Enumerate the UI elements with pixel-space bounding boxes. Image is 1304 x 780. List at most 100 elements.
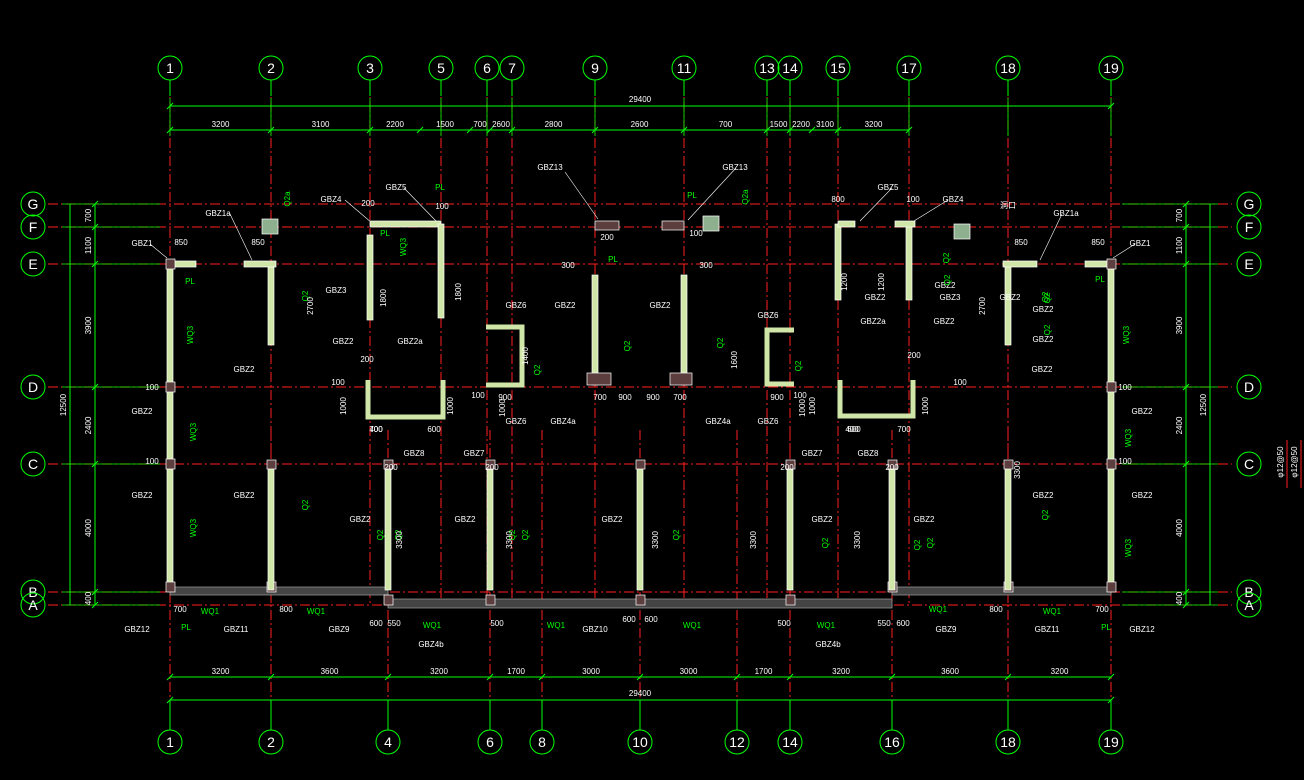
annotation-label: GBZ2a bbox=[860, 317, 886, 326]
annotation-label: WQ1 bbox=[683, 621, 702, 630]
dim-value: 1700 bbox=[507, 667, 525, 676]
annotation-label: Q2a bbox=[741, 189, 750, 205]
annotation-label: WQ1 bbox=[1043, 607, 1062, 616]
dim-value: 3200 bbox=[832, 667, 850, 676]
axis-bubble-right-circle bbox=[1236, 579, 1262, 605]
dim-total-bottom-value: 29400 bbox=[629, 689, 652, 698]
dim-tick bbox=[538, 673, 546, 681]
dim-value: 3600 bbox=[321, 667, 339, 676]
inner-dim-value: 3300 bbox=[505, 531, 514, 549]
annotation-label: GBZ2 bbox=[935, 281, 956, 290]
axis-bubble-right-circle bbox=[1236, 191, 1262, 217]
axis-bubble-bottom: 2 bbox=[267, 734, 275, 750]
inner-dim-value: 3300 bbox=[1013, 461, 1022, 479]
annotation-label: GBZ2 bbox=[132, 407, 153, 416]
dim-value: 1500 bbox=[436, 120, 454, 129]
inner-dim-value: 300 bbox=[561, 261, 575, 270]
annotation-label: GBZ2 bbox=[1032, 365, 1053, 374]
opening-box bbox=[953, 223, 971, 240]
inner-dim-value: 100 bbox=[793, 391, 807, 400]
annotation-label: PL bbox=[687, 191, 697, 200]
inner-dim-value: 1000 bbox=[446, 397, 455, 415]
wall-segment bbox=[591, 274, 599, 386]
dim-tick bbox=[486, 673, 494, 681]
axis-bubble-top: 17 bbox=[901, 60, 917, 76]
inner-dim-value: 600 bbox=[644, 615, 658, 624]
inner-dim-value: 1000 bbox=[339, 397, 348, 415]
annotation-label: Q2 bbox=[821, 537, 830, 548]
inner-dim-value: 200 bbox=[361, 199, 375, 208]
dim-value-vertical: 1100 bbox=[84, 236, 93, 254]
inner-dim-value: 1000 bbox=[498, 399, 507, 417]
annotation-label: GBZ4 bbox=[943, 195, 964, 204]
dimension-lines bbox=[62, 98, 1302, 704]
axis-bubble-top: 2 bbox=[267, 60, 275, 76]
wall-segment bbox=[894, 220, 916, 228]
annotation-label: WQ3 bbox=[189, 518, 198, 537]
annotation-label: GBZ6 bbox=[506, 301, 527, 310]
axis-bubble-top: 6 bbox=[483, 60, 491, 76]
column-node bbox=[485, 459, 496, 470]
axis-bubble-right-circle bbox=[1236, 592, 1262, 618]
axis-bubble-top: 14 bbox=[782, 60, 798, 76]
axis-bubble-bottom: 1 bbox=[166, 734, 174, 750]
annotation-label: GBZ3 bbox=[940, 293, 961, 302]
dim-value-vertical: 3900 bbox=[84, 316, 93, 334]
annotation-label: PL bbox=[608, 255, 618, 264]
dim-tick bbox=[636, 673, 644, 681]
axis-bubble-bottom-circle bbox=[258, 729, 284, 755]
dim-value-vertical: 700 bbox=[1175, 208, 1184, 222]
annotation-label: Q2a bbox=[283, 191, 292, 207]
annotation-label: GBZ5 bbox=[878, 183, 899, 192]
dim-value-vertical: 3900 bbox=[1175, 316, 1184, 334]
annotation-label: WQ3 bbox=[399, 237, 408, 256]
axis-bubble-top-circle bbox=[474, 55, 500, 81]
annotation-label: Q2 bbox=[301, 290, 310, 301]
annotation-label: GBZ2 bbox=[1033, 491, 1054, 500]
axis-bubble-bottom: 8 bbox=[538, 734, 546, 750]
inner-dim-value: 850 bbox=[174, 238, 188, 247]
axis-bubble-top-circle bbox=[995, 55, 1021, 81]
axis-bubble-bottom: 14 bbox=[782, 734, 798, 750]
annotation-label: GBZ11 bbox=[224, 625, 249, 634]
annotation-label: GBZ12 bbox=[124, 625, 150, 634]
axis-bubble-top: 15 bbox=[830, 60, 846, 76]
annotation-label: Q2 bbox=[376, 529, 385, 540]
column-node bbox=[165, 581, 176, 593]
annotation-label: GBZ3 bbox=[326, 286, 347, 295]
bottom-beam-left bbox=[169, 586, 389, 596]
dim-tick bbox=[733, 673, 741, 681]
annotation-label: GBZ10 bbox=[582, 625, 608, 634]
inner-dim-value: 600 bbox=[369, 619, 383, 628]
wall bbox=[669, 372, 693, 386]
annotation-label: GBZ6 bbox=[506, 417, 527, 426]
leader-line bbox=[149, 243, 168, 259]
annotation-label: GBZ2 bbox=[914, 515, 935, 524]
dim-value: 3200 bbox=[212, 667, 230, 676]
inner-dim-value: 200 bbox=[384, 463, 398, 472]
column-node bbox=[165, 381, 176, 393]
wall bbox=[661, 220, 685, 231]
axis-bubble-left: C bbox=[28, 456, 38, 472]
wall-segment bbox=[267, 463, 275, 591]
annotation-label: Q2 bbox=[942, 252, 951, 263]
inner-dim-value: 500 bbox=[490, 619, 504, 628]
column-node bbox=[1003, 459, 1014, 470]
dim-value: 3000 bbox=[680, 667, 698, 676]
dim-value: 2800 bbox=[545, 120, 563, 129]
inner-dim-value: 2700 bbox=[306, 297, 315, 315]
annotation-label: GBZ2 bbox=[1033, 335, 1054, 344]
axis-bubble-left-circle bbox=[20, 451, 46, 477]
wall-segment bbox=[1002, 260, 1038, 268]
inner-dim-value: 1800 bbox=[379, 289, 388, 307]
inner-dim-value: 100 bbox=[1118, 457, 1132, 466]
dim-value: 1700 bbox=[755, 667, 773, 676]
inner-dim-value: 600 bbox=[896, 619, 910, 628]
annotation-label: GBZ9 bbox=[329, 625, 350, 634]
column-node bbox=[165, 458, 176, 470]
inner-dim-value: 300 bbox=[699, 261, 713, 270]
inner-dim-value: 3300 bbox=[395, 531, 404, 549]
dim-total-vertical-value: 12500 bbox=[59, 393, 68, 416]
annotation-label: GBZ2 bbox=[333, 337, 354, 346]
side-note: φ12@50 bbox=[1290, 446, 1299, 478]
